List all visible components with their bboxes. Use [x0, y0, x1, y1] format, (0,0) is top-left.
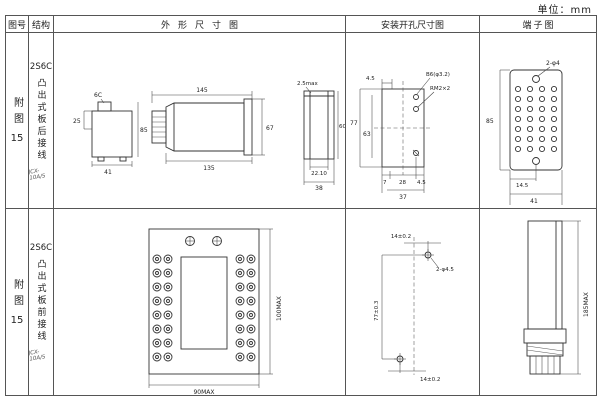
dim-41-terminal: 41	[530, 198, 538, 205]
structure-description: 凸出式板后接线	[35, 77, 46, 162]
dim-25: 25	[73, 118, 81, 125]
dim-14-top: 14±0.2	[391, 234, 411, 240]
row2-outline-cell: 100MAX 90MAX	[54, 209, 346, 395]
dim-rm2x2: RM2×2	[430, 86, 450, 92]
dim-67: 67	[266, 125, 274, 132]
dim-4-5-top: 4.5	[366, 76, 375, 82]
screw-icon	[185, 236, 222, 246]
structure-description: 凸出式板前接线	[35, 259, 46, 343]
dim-145: 145	[196, 87, 208, 94]
dim-90max: 90MAX	[193, 389, 214, 395]
dim-4-5-bottom: 4.5	[417, 180, 426, 186]
dim-60: 60	[339, 124, 346, 130]
header-terminal: 端子图	[480, 16, 596, 33]
dim-2-phi4-5: 2-φ4.5	[436, 267, 454, 273]
pin-comb	[529, 355, 561, 375]
row1-mounting-cell: 4.5 B6(φ3.2) RM2×2 77 63 7 28 4.5	[346, 33, 480, 209]
fig-label: 附图	[11, 278, 23, 311]
dim-14-bottom: 14±0.2	[420, 377, 440, 383]
side-view: 6C 25 85 41	[73, 92, 148, 176]
header-mounting: 安装开孔尺寸图	[346, 16, 480, 33]
model-label: 2S6C	[29, 243, 53, 253]
front-view: 145 135 67	[151, 87, 274, 172]
terminal-grid	[514, 85, 558, 153]
row2-fig-no: 附图 15	[6, 209, 29, 395]
dim-b6: B6(φ3.2)	[426, 72, 450, 78]
row2-terminal-cell: 185MAX	[480, 209, 596, 395]
watermark-text: JCX-10A/5	[29, 167, 46, 182]
dim-28: 28	[399, 180, 406, 186]
unit-label: 单位：mm	[537, 5, 592, 16]
header-fig-no: 图号	[6, 16, 29, 33]
dim-85: 85	[140, 127, 148, 134]
dim-2-5max: 2.5max	[297, 81, 318, 87]
row2-terminal-drawing: 185MAX	[523, 220, 590, 375]
dim-7: 7	[383, 180, 387, 186]
dim-2-phi4: 2-φ4	[546, 60, 560, 67]
dim-100max: 100MAX	[276, 296, 283, 321]
row1-fig-no: 附图 15	[6, 33, 29, 209]
row1-outline-cell: 6C 25 85 41	[54, 33, 346, 209]
dim-185max: 185MAX	[583, 292, 590, 317]
header-structure: 结构	[29, 16, 54, 33]
dim-38: 38	[315, 185, 323, 192]
dim-77: 77	[350, 120, 358, 127]
fig-number: 15	[10, 314, 24, 326]
dim-135: 135	[203, 165, 215, 172]
fig-label: 附图	[11, 97, 23, 129]
fig-number: 15	[10, 133, 24, 144]
terminal-screw-grid	[153, 255, 255, 361]
model-label: 2S6C	[29, 61, 53, 72]
watermark-text: JCX-10A/5	[29, 349, 46, 363]
dim-37: 37	[399, 194, 407, 201]
header-outline: 外形尺寸图	[54, 16, 346, 33]
dim-63: 63	[363, 131, 371, 138]
row1-outline-drawing: 6C 25 85 41	[73, 81, 346, 192]
row2-outline-drawing: 100MAX 90MAX	[148, 228, 283, 395]
end-view: 2.5max 60 22.10 38	[297, 81, 346, 192]
spec-table: 图号 结构 外形尺寸图 安装开孔尺寸图 端子图 附图 15 2S6C 凸出式板后…	[5, 15, 597, 396]
row2-mounting-cell: 14±0.2 2-φ4.5 77±0.3 14±0.2	[346, 209, 480, 395]
dim-22-10: 22.10	[311, 171, 327, 177]
dim-6c: 6C	[94, 92, 102, 99]
row1-terminal-cell: 2-φ4 85 14.5 41	[480, 33, 596, 209]
row2-structure: 2S6C 凸出式板前接线 JCX-10A/5	[29, 209, 54, 395]
row1-mounting-drawing: 4.5 B6(φ3.2) RM2×2 77 63 7 28 4.5	[350, 72, 450, 201]
row1-structure: 2S6C 凸出式板后接线 JCX-10A/5	[29, 33, 54, 209]
row2-mounting-drawing: 14±0.2 2-φ4.5 77±0.3 14±0.2	[374, 234, 454, 383]
dim-14-5: 14.5	[516, 183, 529, 189]
row1-terminal-drawing: 2-φ4 85 14.5 41	[486, 60, 563, 205]
dim-85-terminal: 85	[486, 118, 494, 125]
dim-77-03: 77±0.3	[374, 300, 380, 321]
dim-41: 41	[104, 169, 112, 176]
